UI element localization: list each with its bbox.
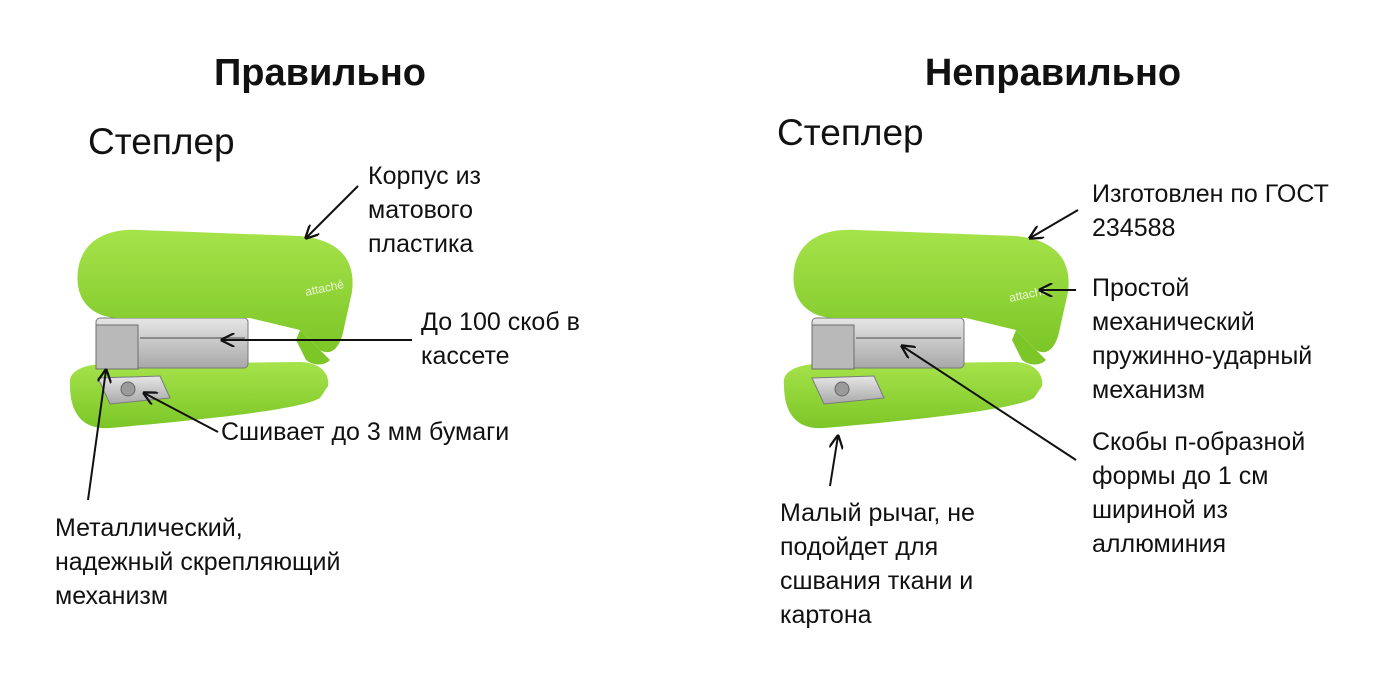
arrow-lever — [829, 436, 838, 487]
callout-staples-shape: Скобы п-образной формы до 1 см шириной и… — [1092, 428, 1306, 558]
stapler-left-image: attaché — [69, 229, 353, 429]
callout-metal-mechanism: Металлический, надежный скрепляющий меха… — [55, 514, 341, 610]
subtitle-left: Степлер — [88, 121, 235, 162]
stapler-right-image: attaché — [783, 229, 1069, 429]
callout-stitch-thickness: Сшивает до 3 мм бумаги — [221, 418, 510, 446]
subtitle-right: Степлер — [777, 112, 924, 153]
callout-spring-mechanism: Простой механический пружинно-ударный ме… — [1092, 274, 1313, 404]
callout-small-lever: Малый рычаг, не подойдет для сшвания тка… — [780, 499, 975, 629]
callout-cassette-capacity: До 100 скоб в кассете — [421, 308, 580, 370]
heading-incorrect: Неправильно — [924, 52, 1182, 94]
arrow-staples — [902, 346, 1077, 461]
arrow-mechanism — [87, 370, 106, 501]
arrow-body — [306, 185, 359, 238]
callout-body-material: Корпус из матового пластика — [368, 162, 482, 258]
arrow-gost — [1030, 209, 1079, 238]
arrow-stitches — [144, 393, 219, 433]
heading-correct: Правильно — [213, 52, 427, 94]
callout-gost: Изготовлен по ГОСТ 234588 — [1092, 180, 1329, 242]
